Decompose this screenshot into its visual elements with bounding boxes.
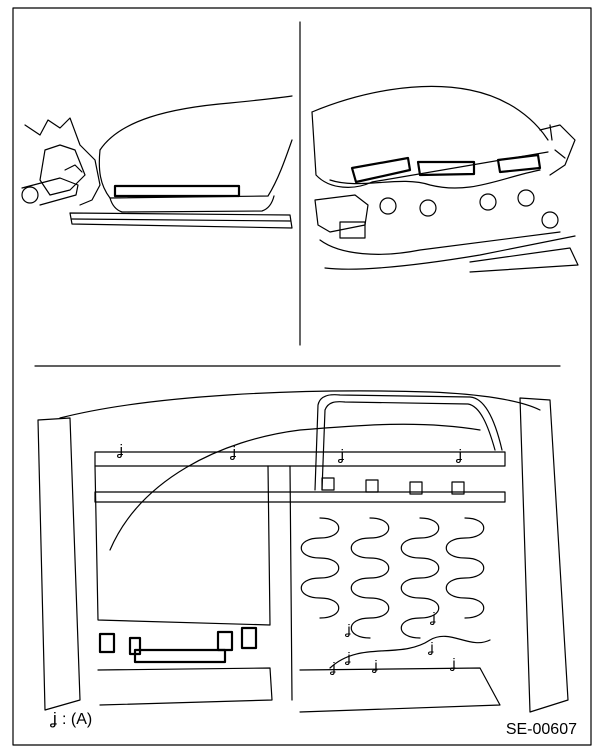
- bottom-tray: [97, 667, 273, 706]
- seat-rail-edge: [71, 218, 291, 222]
- clamp-marker-1: ʝ: [117, 442, 123, 459]
- panel-frame-view: ʝ ʝ ʝ ʝ ʝ ʝ ʝ ʝ ʝ ʝ ʝ: [37, 390, 569, 713]
- cushion-body: [98, 139, 293, 199]
- recliner-bracket: [24, 117, 101, 206]
- spring-hole-2: [419, 199, 437, 217]
- connector-bracket: [539, 124, 576, 176]
- headrest-tube-inner: [321, 401, 496, 491]
- sensor-wire: [329, 169, 541, 189]
- middle-crossbar: [94, 491, 506, 503]
- legend-text: : (A): [62, 711, 92, 728]
- spring-hole-4: [517, 189, 535, 207]
- recliner-plate: [39, 144, 86, 196]
- clamp-markers: ʝ ʝ ʝ ʝ ʝ ʝ ʝ ʝ ʝ ʝ ʝ: [117, 442, 462, 675]
- crossbar-clip-4: [451, 481, 465, 495]
- frame-top-edge: [59, 390, 541, 419]
- center-divider: [289, 465, 293, 701]
- spring-1: [300, 517, 340, 619]
- crossbar-clip-1: [321, 477, 335, 491]
- connector-detail: [549, 124, 566, 159]
- clamp-marker-11: ʝ: [450, 655, 456, 671]
- clamp-marker-5: ʝ: [345, 621, 351, 637]
- clamp-marker-4: ʝ: [456, 447, 462, 464]
- crossbar-clip-2: [365, 479, 379, 493]
- harness-wire: [329, 635, 491, 669]
- bracket-detail: [64, 164, 83, 173]
- spring-hole-1: [379, 197, 397, 215]
- spring-array: [300, 517, 485, 639]
- spring-hole-5: [541, 211, 559, 229]
- base-rail: [469, 247, 579, 273]
- spring-4: [445, 517, 485, 619]
- cushion-lower-edge: [311, 111, 549, 188]
- legend-marker: ʝ: [50, 709, 57, 728]
- spring-3: [400, 517, 440, 639]
- frame-left-side: [37, 417, 81, 711]
- clamp-marker-8: ʝ: [372, 657, 378, 673]
- base-line: [324, 235, 576, 270]
- sensor-pad-3: [496, 153, 542, 174]
- spring-hole-3: [479, 193, 497, 211]
- bottom-pad: [133, 648, 227, 664]
- frame-right-side: [519, 397, 569, 713]
- pad-clip-2: [128, 636, 142, 656]
- lower-frame-rail: [299, 667, 501, 713]
- panel-underside-view: [311, 85, 579, 273]
- wire-loop: [109, 423, 481, 551]
- cushion-pad: [113, 184, 241, 198]
- clamp-marker-9: ʝ: [430, 609, 436, 625]
- pad-clip-1: [98, 632, 116, 654]
- clamp-marker-2: ʝ: [230, 444, 236, 461]
- lever-knob: [21, 186, 39, 204]
- spring-2: [350, 517, 390, 639]
- figure-code: SE-00607: [506, 721, 577, 738]
- sensor-pad-2: [416, 160, 476, 177]
- clamp-marker-7: ʝ: [330, 659, 336, 675]
- frame-block: [339, 221, 366, 239]
- frame-bracket: [314, 194, 369, 233]
- pad-clip-3: [216, 630, 234, 652]
- cushion-top-edge: [311, 85, 549, 141]
- panel-side-view: [21, 95, 293, 229]
- seat-rail: [69, 212, 293, 229]
- left-cavity: [94, 465, 271, 626]
- headrest-tube: [314, 394, 503, 491]
- recliner-lever: [21, 177, 79, 206]
- figure-border: [12, 7, 592, 746]
- clamp-marker-3: ʝ: [338, 447, 344, 464]
- clamp-marker-10: ʝ: [428, 639, 434, 655]
- cushion-bottom: [109, 195, 275, 213]
- pad-clip-4: [240, 626, 258, 650]
- sensor-pad-1: [350, 156, 412, 184]
- upper-crossbar: [94, 451, 506, 467]
- cushion-top-line: [99, 95, 293, 151]
- clamp-marker-6: ʝ: [345, 649, 351, 665]
- frame-lower-rail: [319, 231, 561, 255]
- crossbar-clip-3: [409, 481, 423, 495]
